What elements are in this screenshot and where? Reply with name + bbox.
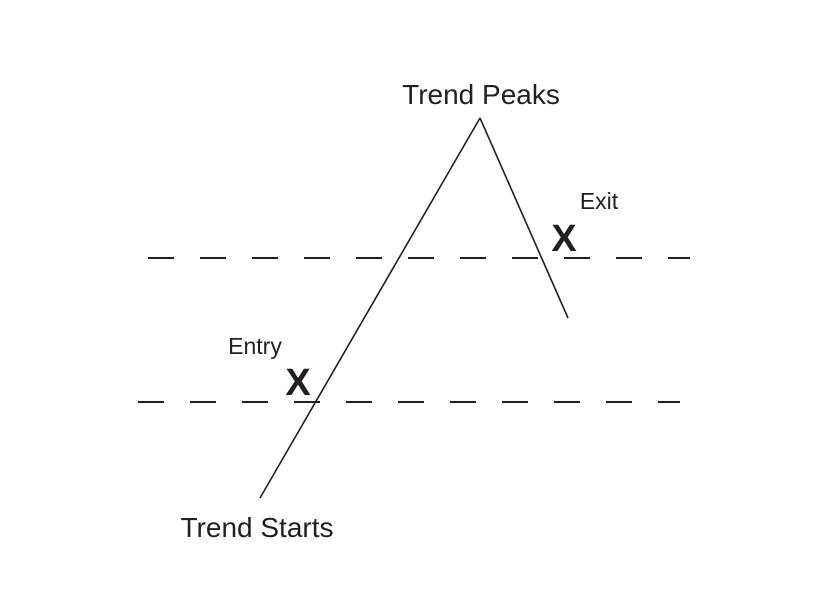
falling-trend-line xyxy=(479,117,569,319)
trend-peaks-label: Trend Peaks xyxy=(402,79,560,110)
trend-starts-label: Trend Starts xyxy=(180,512,333,543)
entry-label: Entry xyxy=(228,333,282,359)
entry-x-marker: X xyxy=(285,362,311,404)
rising-trend-line xyxy=(259,117,481,499)
exit-x-marker: X xyxy=(551,218,577,260)
exit-label: Exit xyxy=(580,188,619,214)
